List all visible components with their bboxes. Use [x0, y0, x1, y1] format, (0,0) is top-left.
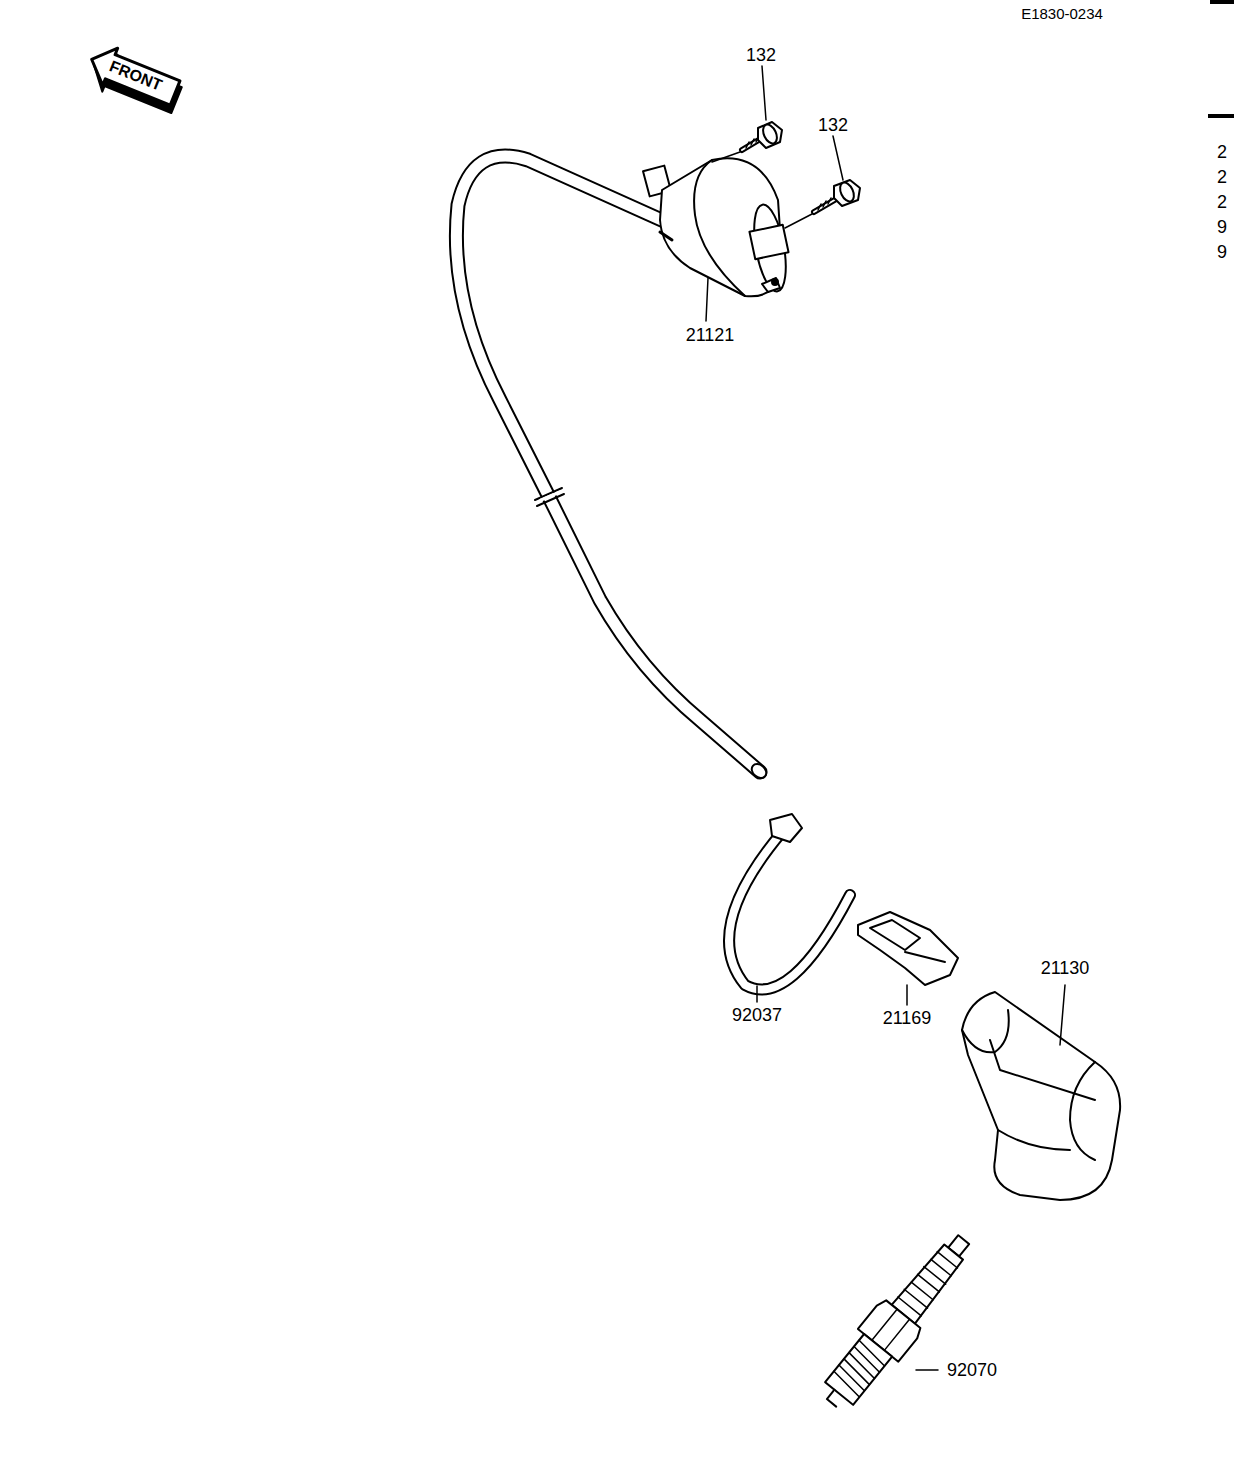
callout-number: 21121	[686, 326, 735, 344]
callout-number: 132	[818, 116, 848, 134]
clipped-text: 9	[1217, 243, 1227, 261]
clipped-text: 9	[1217, 218, 1227, 236]
callout-number: 132	[746, 46, 776, 64]
clipped-text: 2	[1217, 193, 1227, 211]
callout-number: 92070	[947, 1361, 997, 1379]
clipped-text: 2	[1217, 143, 1227, 161]
callout-number: 21169	[883, 1009, 932, 1027]
callout-number: 21130	[1041, 959, 1090, 977]
callout-number: 92037	[732, 1006, 782, 1024]
drawing-number: E1830-0234	[1021, 6, 1103, 21]
clipped-text: 2	[1217, 168, 1227, 186]
